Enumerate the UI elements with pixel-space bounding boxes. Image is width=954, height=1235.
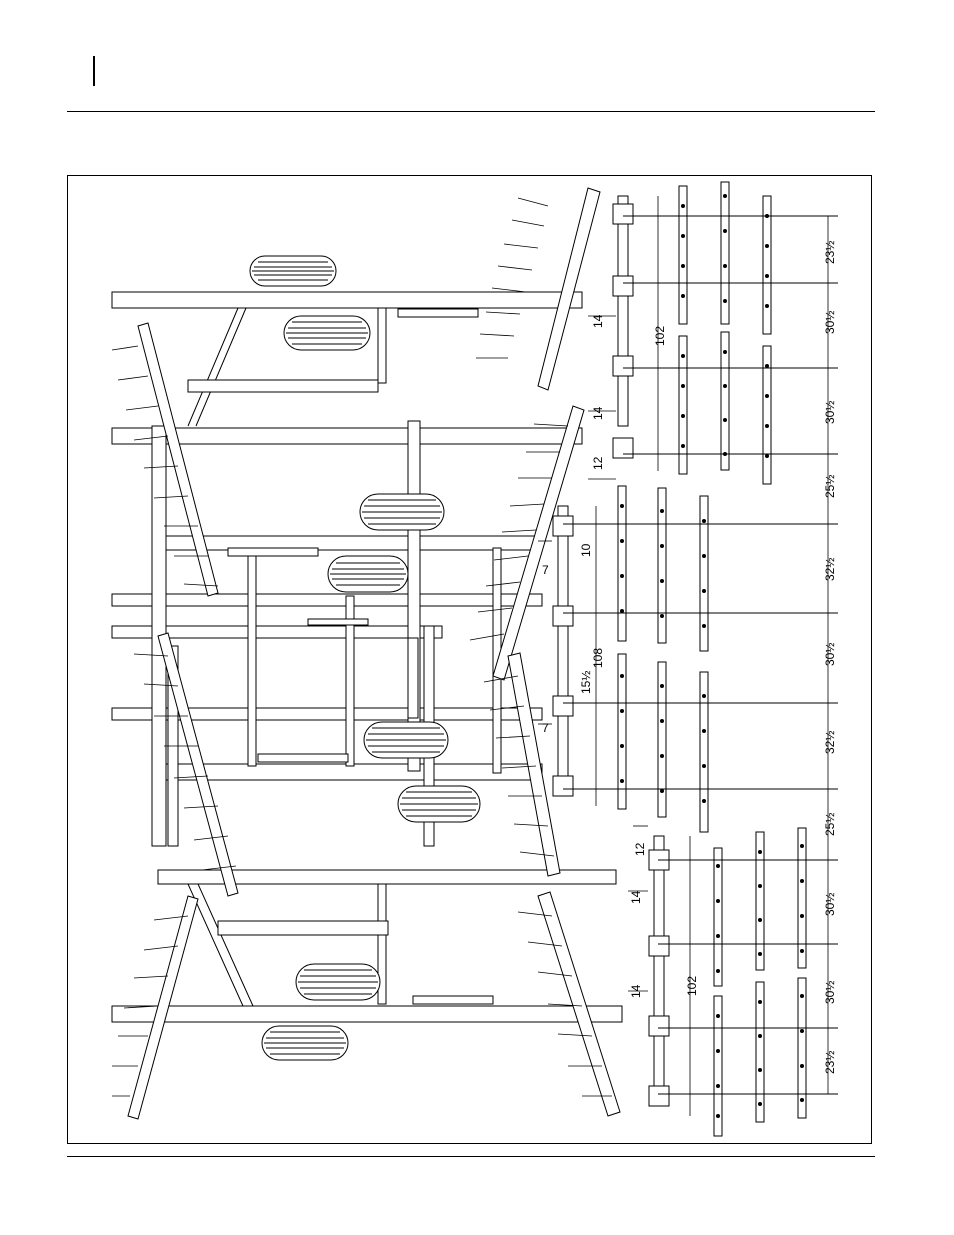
hydraulic-cylinders [228,309,493,1004]
dim-right-2: 30½ [823,893,837,916]
footer-rule [67,1156,875,1157]
harrow-bars [618,182,806,1136]
dim-center-length: 108 [591,648,605,668]
tires [250,256,480,1060]
dimension-labels: 23½ 30½ 30½ 25½ 32½ 30½ 32½ 25½ 30½ 30½ … [542,241,837,1074]
dim-offset-12-b: 12 [633,842,647,856]
dim-offset-7-b: 7 [542,721,549,735]
dim-center-1: 32½ [823,558,837,581]
dim-offset-14-b: 14 [591,406,605,420]
figure-frame: 23½ 30½ 30½ 25½ 32½ 30½ 32½ 25½ 30½ 30½ … [67,175,872,1144]
margin-change-bar [93,56,95,86]
header-rule [67,111,875,112]
dim-offset-12-a: 12 [591,456,605,470]
dim-left-1: 23½ [823,241,837,264]
dim-left-2: 30½ [823,311,837,334]
dim-right-4: 23½ [823,1051,837,1074]
dim-right-1: 25½ [823,813,837,836]
dim-offset-14-d: 14 [629,984,643,998]
dim-right-3: 30½ [823,981,837,1004]
dim-left-4: 25½ [823,475,837,498]
dim-left-3: 30½ [823,401,837,424]
dim-offset-15: 15½ [579,671,593,694]
dim-wing-top: 102 [653,326,667,346]
dim-wing-bottom: 102 [685,976,699,996]
dim-center-3: 32½ [823,731,837,754]
dim-offset-14-c: 14 [629,890,643,904]
dim-offset-7-a: 7 [542,563,549,577]
dim-center-2: 30½ [823,643,837,666]
dim-offset-14-a: 14 [591,314,605,328]
implement-diagram: 23½ 30½ 30½ 25½ 32½ 30½ 32½ 25½ 30½ 30½ … [68,176,871,1143]
dimension-lines [538,196,828,1116]
harrow-tines [620,194,804,1118]
dim-offset-10: 10 [579,543,593,557]
